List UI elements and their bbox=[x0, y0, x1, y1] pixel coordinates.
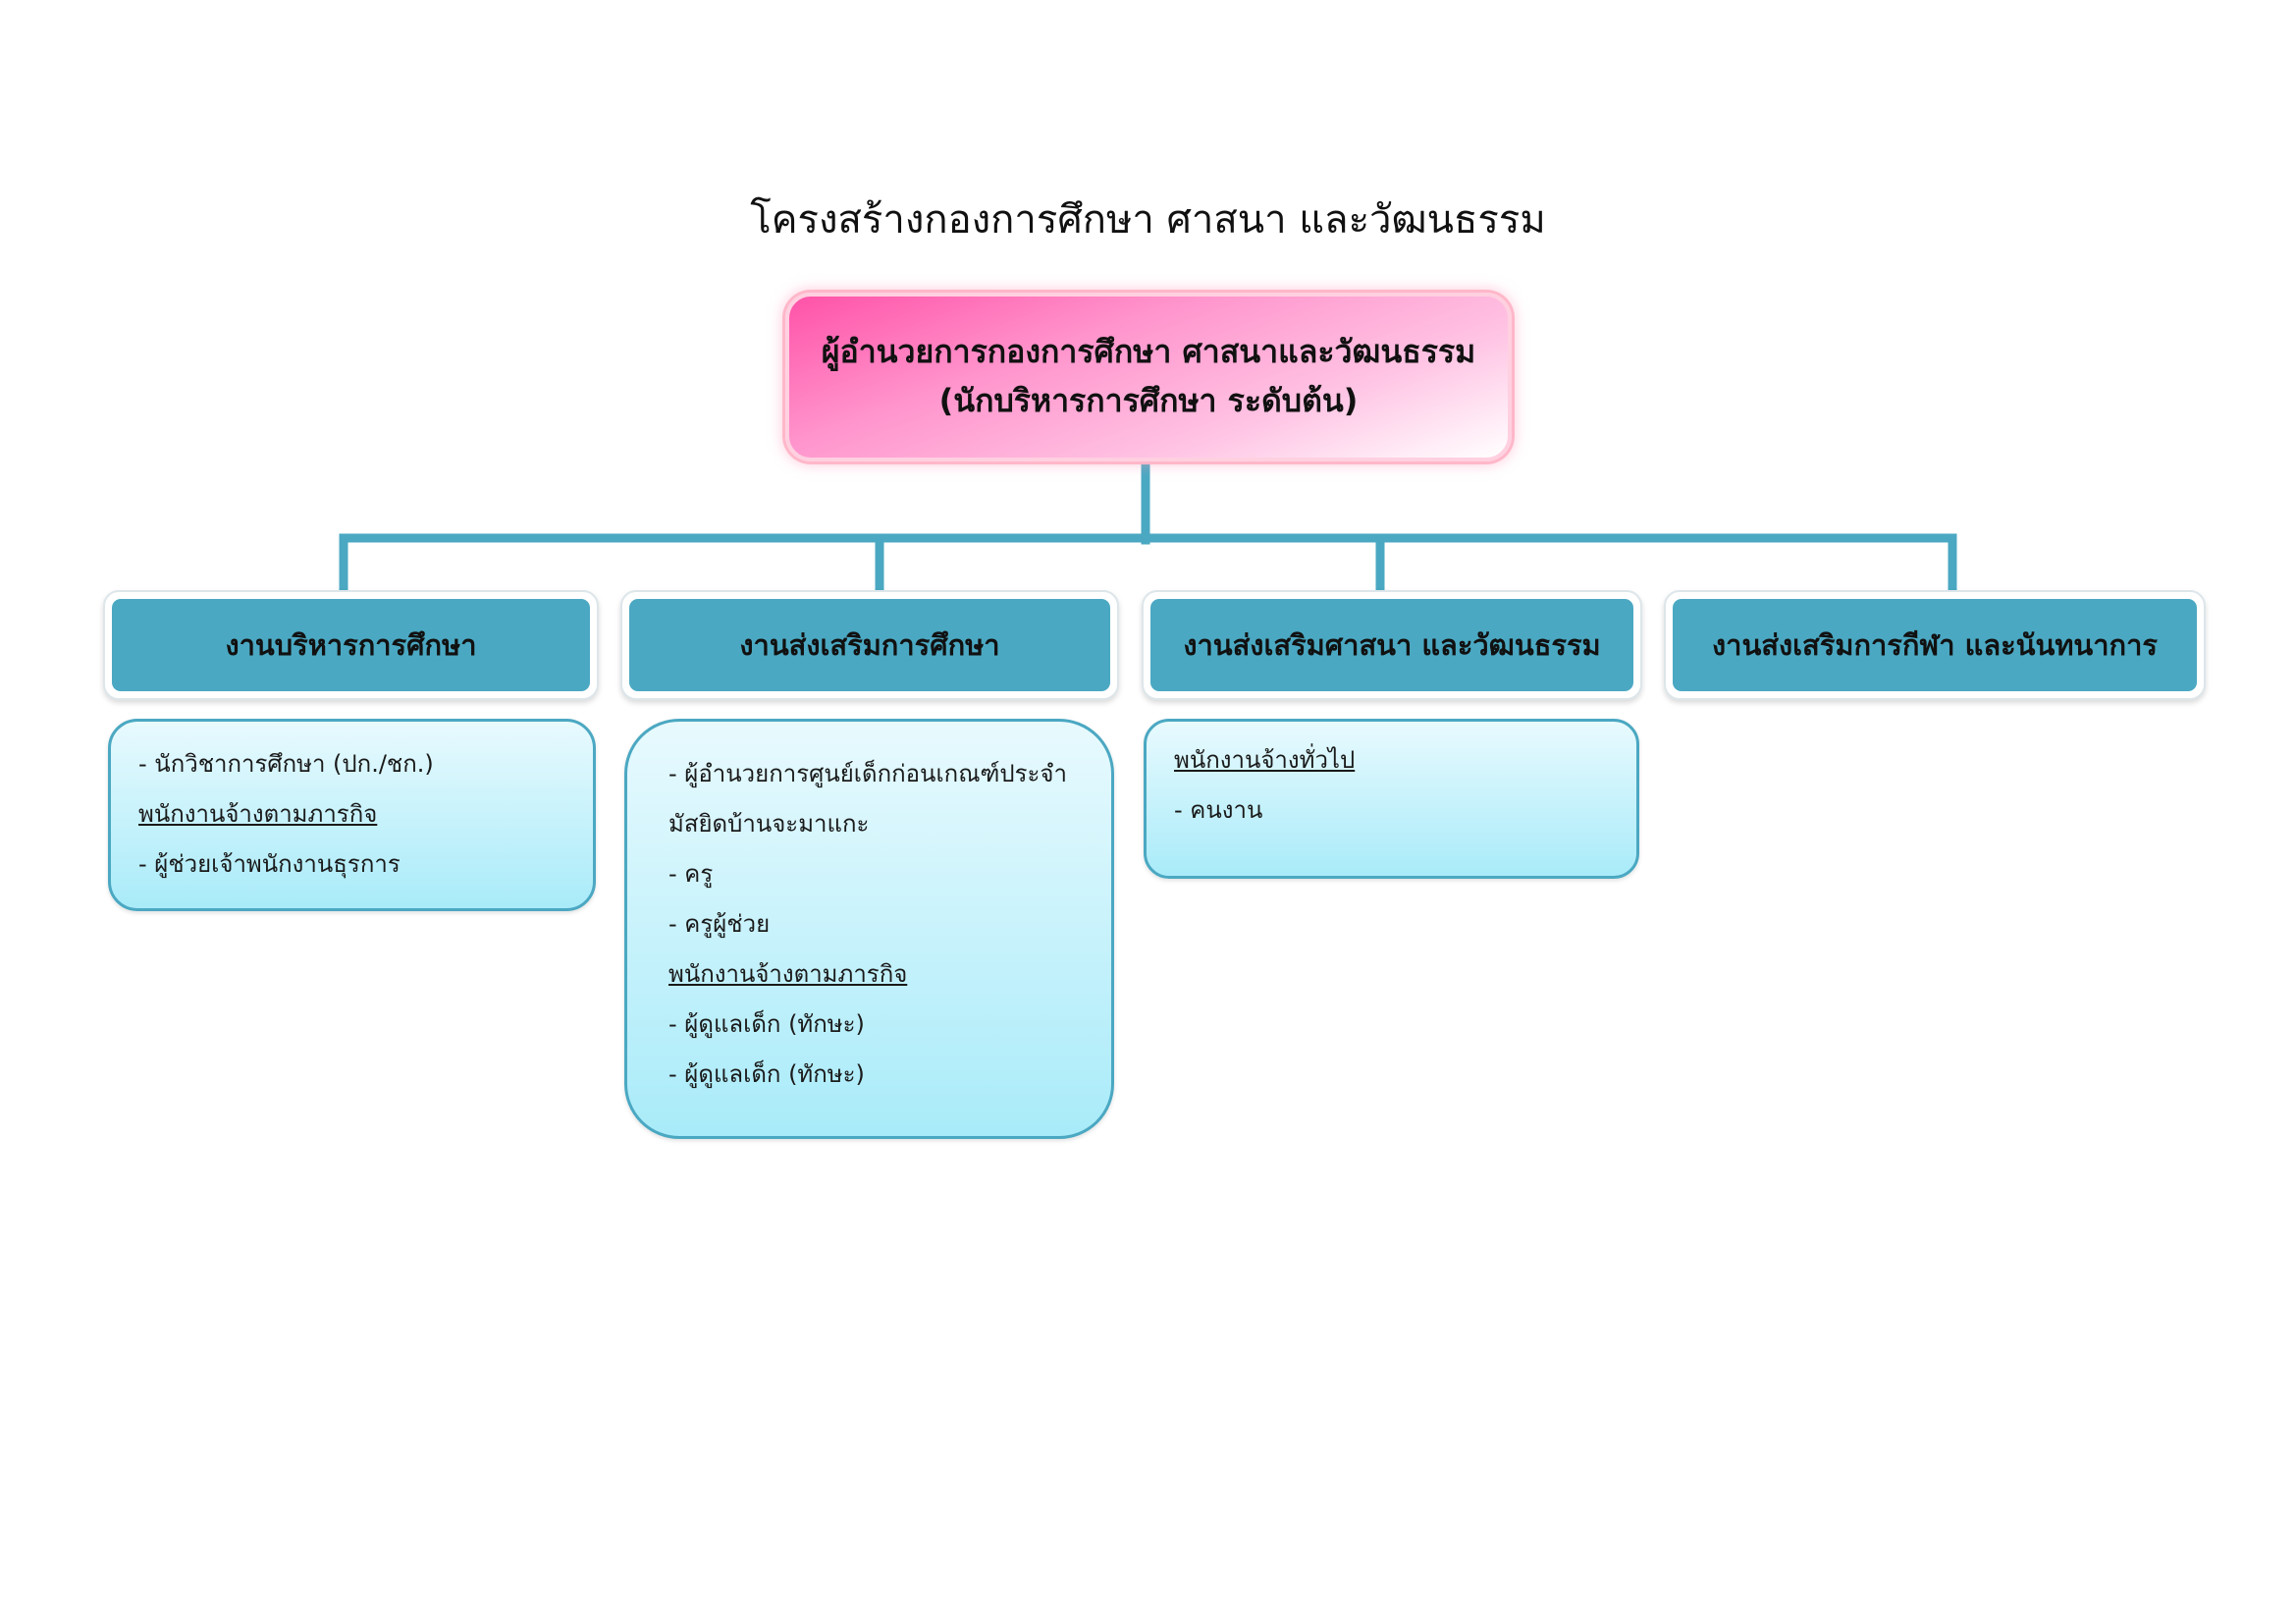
staff-item: - ครู bbox=[668, 860, 714, 888]
page-title: โครงสร้างกองการศึกษา ศาสนา และวัฒนธรรม bbox=[750, 197, 1546, 243]
dept-label: งานส่งเสริมการกีฬา และนันทนาการ bbox=[1712, 628, 2158, 662]
staff-item: มัสยิดบ้านจะมาแกะ bbox=[668, 810, 870, 838]
director-box: ผู้อำนวยการกองการศึกษา ศาสนาและวัฒนธรรม … bbox=[785, 293, 1512, 461]
staff-item: - ผู้ช่วยเจ้าพนักงานธุรการ bbox=[138, 850, 400, 878]
staff-item: - ผู้ดูแลเด็ก (ทักษะ) bbox=[668, 1010, 865, 1038]
dept-label: งานบริหารการศึกษา bbox=[225, 628, 477, 662]
staff-item: - ผู้ดูแลเด็ก (ทักษะ) bbox=[668, 1060, 865, 1088]
dept-box-religion-culture: งานส่งเสริมศาสนา และวัฒนธรรม bbox=[1142, 590, 1642, 700]
dept-label: งานส่งเสริมการศึกษา bbox=[739, 628, 1000, 662]
staff-box-education-admin: - นักวิชาการศึกษา (ปก./ชก.) พนักงานจ้างต… bbox=[108, 719, 596, 911]
staff-item: - คนงาน bbox=[1174, 796, 1263, 824]
staff-section-heading: พนักงานจ้างตามภารกิจ bbox=[668, 960, 908, 988]
staff-section-heading: พนักงานจ้างตามภารกิจ bbox=[138, 800, 378, 828]
staff-box-education-promotion: - ผู้อำนวยการศูนย์เด็กก่อนเกณฑ์ประจำ มัส… bbox=[624, 719, 1114, 1139]
director-position: (นักบริหารการศึกษา ระดับต้น) bbox=[938, 382, 1359, 419]
staff-item: - นักวิชาการศึกษา (ปก./ชก.) bbox=[138, 750, 434, 778]
dept-label: งานส่งเสริมศาสนา และวัฒนธรรม bbox=[1183, 628, 1601, 662]
dept-box-sports-recreation: งานส่งเสริมการกีฬา และนันทนาการ bbox=[1664, 590, 2206, 700]
staff-box-religion-culture: พนักงานจ้างทั่วไป - คนงาน bbox=[1144, 719, 1639, 879]
staff-section-heading: พนักงานจ้างทั่วไป bbox=[1174, 746, 1356, 774]
staff-item: - ผู้อำนวยการศูนย์เด็กก่อนเกณฑ์ประจำ bbox=[668, 760, 1067, 787]
staff-item: - ครูผู้ช่วย bbox=[668, 910, 771, 938]
dept-box-education-promotion: งานส่งเสริมการศึกษา bbox=[620, 590, 1119, 700]
dept-box-education-admin: งานบริหารการศึกษา bbox=[103, 590, 599, 700]
director-title: ผู้อำนวยการกองการศึกษา ศาสนาและวัฒนธรรม bbox=[821, 333, 1476, 371]
